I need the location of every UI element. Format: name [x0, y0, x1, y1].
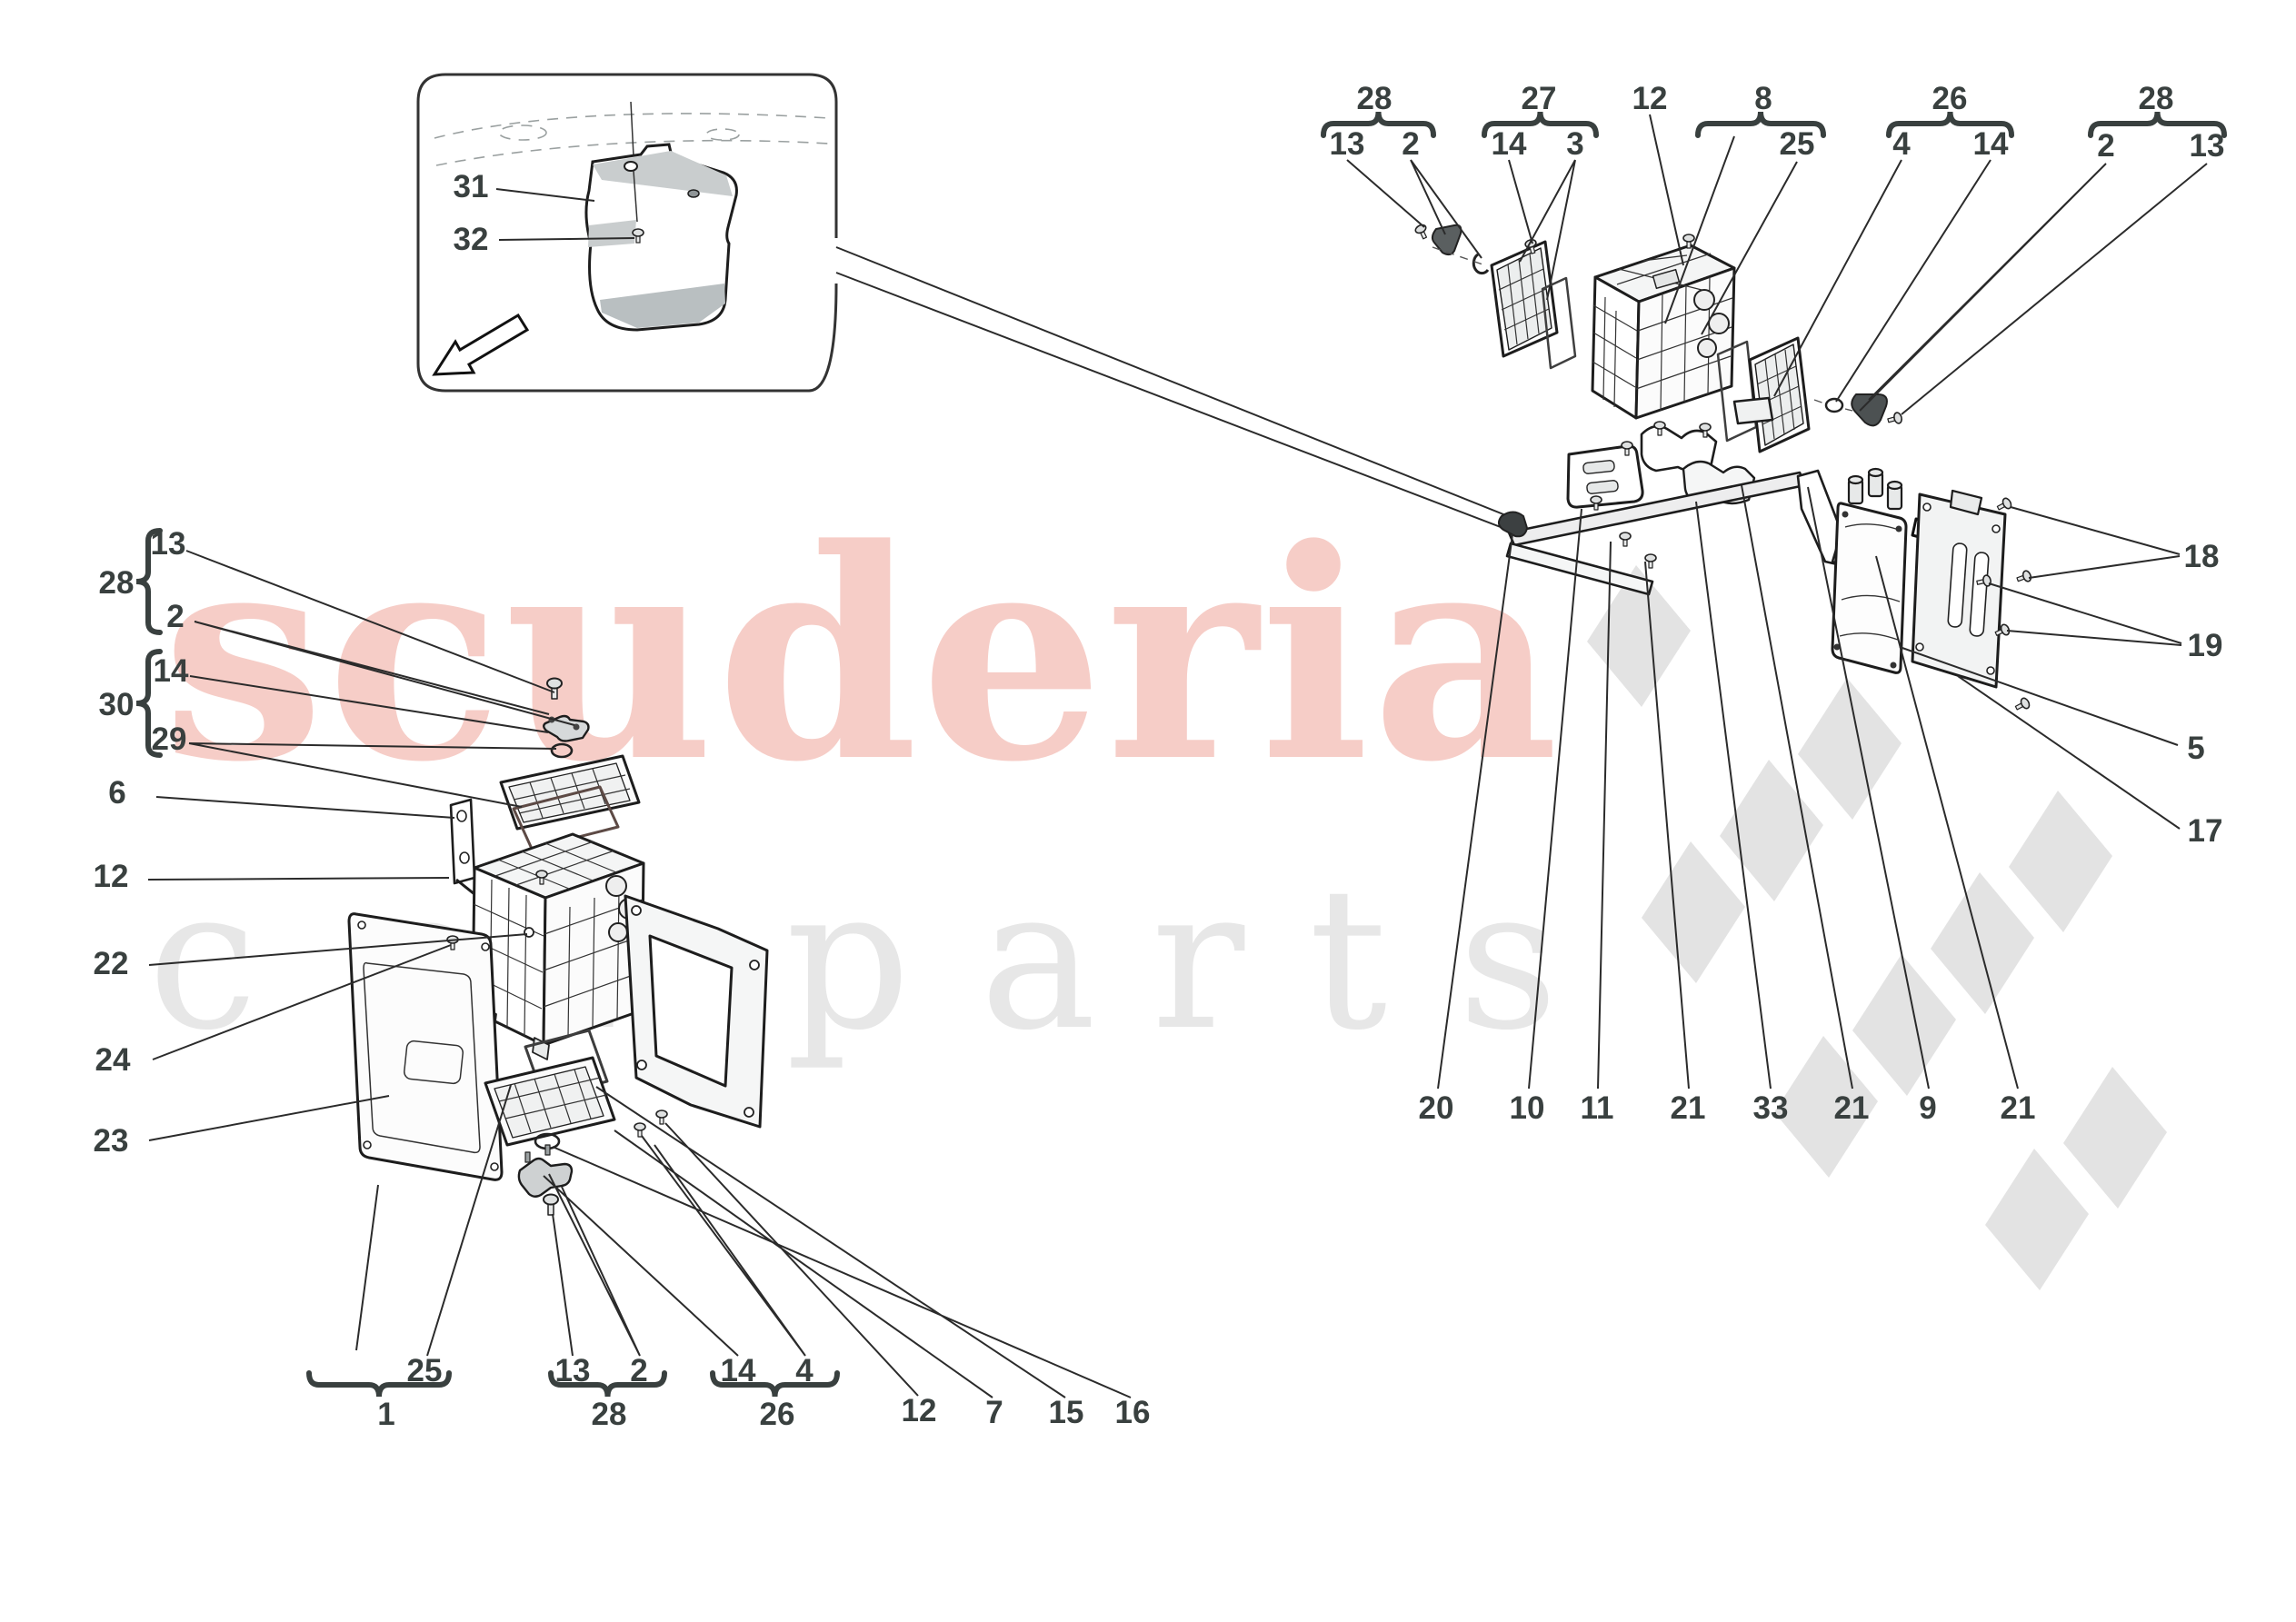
callout-label: 26 — [760, 1397, 795, 1432]
gasket-top — [512, 785, 620, 851]
inverter-box-left — [471, 832, 645, 1060]
callout-label: 9 — [1919, 1090, 1936, 1126]
callout-label: 14 — [1492, 126, 1527, 162]
callout-label: 7 — [985, 1395, 1003, 1430]
callout-label: 1 — [377, 1397, 394, 1432]
callout-label: 14 — [1973, 126, 2009, 162]
callout-label: 28 — [592, 1397, 627, 1432]
callout-brace — [710, 1370, 840, 1398]
callout-label: 5 — [2187, 731, 2204, 766]
flag-square — [1931, 872, 2034, 1014]
direction-arrow-icon — [432, 313, 530, 376]
callout-label: 6 — [108, 775, 125, 811]
mount-frame-right — [624, 894, 769, 1129]
callout-label: 22 — [94, 946, 129, 981]
callout-label: 12 — [1632, 81, 1668, 116]
callout-brace — [1886, 111, 2014, 138]
callout-label: 14 — [721, 1353, 756, 1388]
callout-label: 26 — [1932, 81, 1968, 116]
callout-label: 25 — [407, 1353, 443, 1388]
mesh-panel-right — [1748, 336, 1811, 453]
callout-label: 13 — [2190, 128, 2225, 164]
callout-brace — [135, 649, 163, 758]
callout-label: 2 — [2097, 128, 2114, 164]
callout-label: 12 — [902, 1393, 937, 1428]
callout-brace — [1321, 111, 1436, 138]
callout-label: 21 — [1671, 1090, 1706, 1126]
callout-brace — [306, 1370, 452, 1398]
callout-label: 2 — [630, 1353, 647, 1388]
callout-label: 13 — [1330, 126, 1365, 162]
side-cover-plate — [347, 912, 504, 1181]
callout-label: 18 — [2184, 539, 2220, 574]
flag-square — [1985, 1149, 2089, 1290]
callout-label: 4 — [1892, 126, 1911, 162]
callout-brace — [1695, 111, 1826, 138]
flag-square — [1852, 954, 1956, 1096]
callout-label: 23 — [94, 1123, 129, 1159]
callout-label: 33 — [1753, 1090, 1789, 1126]
callout-label: 20 — [1419, 1090, 1454, 1126]
callout-braces — [135, 111, 2227, 1398]
callout-label: 28 — [99, 565, 135, 601]
ecu-assembly — [1831, 467, 2033, 714]
callout-label: 21 — [1834, 1090, 1870, 1126]
mesh-panel-left — [1490, 237, 1559, 358]
callout-label: 31 — [454, 169, 489, 204]
checkered-flag-watermark — [1587, 565, 2167, 1290]
callout-label: 32 — [454, 222, 489, 257]
callout-label: 28 — [2139, 81, 2174, 116]
callout-label: 10 — [1510, 1090, 1545, 1126]
gasket-left — [1541, 276, 1577, 370]
callout-label: 19 — [2188, 628, 2223, 663]
inset-reference-leaders — [835, 246, 1513, 530]
flag-square — [1587, 565, 1691, 707]
inverter-assembly-top — [1413, 223, 1904, 453]
flag-square — [1642, 841, 1745, 983]
callout-label: 13 — [555, 1353, 591, 1388]
flag-square — [1798, 678, 1902, 820]
callout-label: 15 — [1049, 1395, 1084, 1430]
callout-label: 2 — [166, 599, 184, 634]
callout-label: 14 — [154, 653, 189, 689]
flag-square — [1720, 760, 1823, 901]
callout-brace — [2088, 111, 2227, 138]
callout-label: 21 — [2001, 1090, 2036, 1126]
callout-brace — [135, 528, 163, 635]
callout-label: 2 — [1402, 126, 1419, 162]
flag-square — [2063, 1067, 2167, 1209]
callout-label: 13 — [151, 526, 186, 562]
inverter-assembly-left — [347, 677, 769, 1216]
inverter-box — [1591, 234, 1736, 420]
callout-label: 11 — [1581, 1090, 1614, 1126]
flag-square — [2009, 791, 2112, 932]
callout-label: 8 — [1754, 81, 1772, 116]
callout-label: 25 — [1780, 126, 1815, 162]
callout-label: 16 — [1115, 1395, 1151, 1430]
flag-square — [1774, 1036, 1878, 1178]
callout-label: 24 — [95, 1042, 131, 1078]
cover-part — [584, 101, 738, 332]
callout-label: 3 — [1566, 126, 1583, 162]
callout-label: 17 — [2188, 813, 2223, 849]
body-reference-dashes — [434, 113, 830, 166]
callout-label: 4 — [795, 1353, 814, 1388]
callout-label: 28 — [1357, 81, 1393, 116]
leader-lines — [147, 114, 2208, 1398]
callout-label: 27 — [1522, 81, 1557, 116]
callout-label: 29 — [152, 721, 187, 757]
vent-plate-top — [499, 754, 641, 831]
callout-label: 30 — [99, 687, 135, 722]
vent-plate-bottom — [484, 1056, 616, 1147]
callout-brace — [1482, 111, 1599, 138]
inset-panel — [416, 73, 838, 393]
callout-label: 12 — [94, 859, 129, 894]
callout-brace — [548, 1370, 667, 1398]
